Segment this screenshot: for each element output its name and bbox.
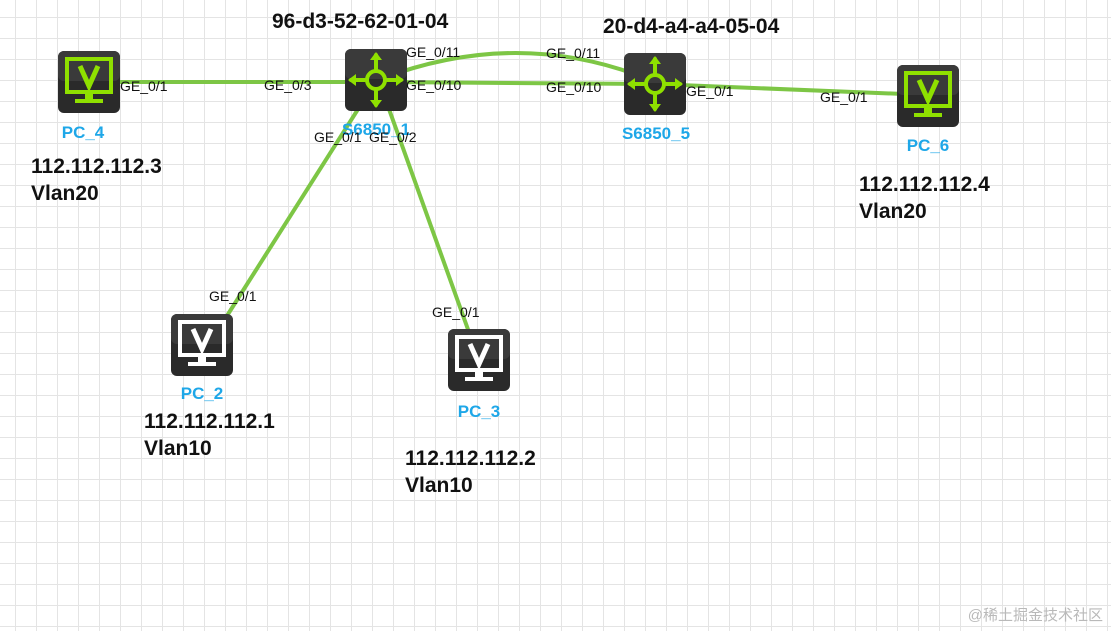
ip-address: 112.112.112.3 <box>31 155 162 178</box>
info-pc-4: 112.112.112.3 Vlan20 <box>31 153 162 207</box>
device-name-pc-6: PC_6 <box>906 136 950 155</box>
pc-3[interactable] <box>447 328 511 392</box>
port-label: GE_0/11 <box>546 45 601 61</box>
port-label: GE_0/1 <box>314 129 362 145</box>
link-s6850-1-s6850-5-ge11[interactable] <box>377 51 656 84</box>
monitor-icon <box>58 51 120 113</box>
vlan-label: Vlan10 <box>144 437 212 460</box>
port-label: GE_0/1 <box>209 288 257 304</box>
port-label: GE_0/2 <box>369 129 417 145</box>
switch-s6850-5[interactable] <box>623 52 687 116</box>
port-label: GE_0/1 <box>432 304 480 320</box>
info-pc-6: 112.112.112.4 Vlan20 <box>859 171 990 225</box>
port-label: GE_0/1 <box>120 78 168 94</box>
device-name-s6850-5: S6850_5 <box>621 124 691 143</box>
info-pc-3: 112.112.112.2 Vlan10 <box>405 445 536 499</box>
info-pc-2: 112.112.112.1 Vlan10 <box>144 408 275 462</box>
port-label: GE_0/10 <box>406 77 462 93</box>
port-label: GE_0/10 <box>546 79 602 95</box>
vlan-label: Vlan10 <box>405 474 473 497</box>
link-s6850-1-pc3[interactable] <box>378 83 472 336</box>
link-s6850-1-s6850-5-ge10[interactable] <box>377 80 656 86</box>
port-label: GE_0/3 <box>264 77 312 93</box>
ip-address: 112.112.112.2 <box>405 447 536 470</box>
pc-2[interactable] <box>170 313 234 377</box>
switch-icon <box>345 49 407 111</box>
pc-4[interactable] <box>57 50 121 114</box>
switch-s6850-1[interactable] <box>344 48 408 112</box>
mac-label-s6850-5: 20-d4-a4-a4-05-04 <box>603 15 780 38</box>
port-label: GE_0/1 <box>820 89 868 105</box>
vlan-label: Vlan20 <box>31 182 99 205</box>
ip-address: 112.112.112.1 <box>144 410 275 433</box>
switch-icon <box>624 53 686 115</box>
port-label: GE_0/11 <box>406 44 461 60</box>
monitor-icon <box>448 329 510 391</box>
watermark: @稀土掘金技术社区 <box>967 607 1103 624</box>
pc-6[interactable] <box>896 64 960 128</box>
monitor-icon <box>171 314 233 376</box>
device-name-s6850-1: S6850_1 <box>341 120 411 139</box>
device-name-pc-3: PC_3 <box>457 402 501 421</box>
link-s6850-1-pc2[interactable] <box>216 82 376 332</box>
device-name-pc-4: PC_4 <box>61 123 105 142</box>
device-name-pc-2: PC_2 <box>180 384 224 403</box>
vlan-label: Vlan20 <box>859 200 927 223</box>
port-label: GE_0/1 <box>686 83 734 99</box>
link-s6850-5-pc6[interactable] <box>654 82 929 97</box>
mac-label-s6850-1: 96-d3-52-62-01-04 <box>272 10 449 33</box>
ip-address: 112.112.112.4 <box>859 173 990 196</box>
monitor-icon <box>897 65 959 127</box>
